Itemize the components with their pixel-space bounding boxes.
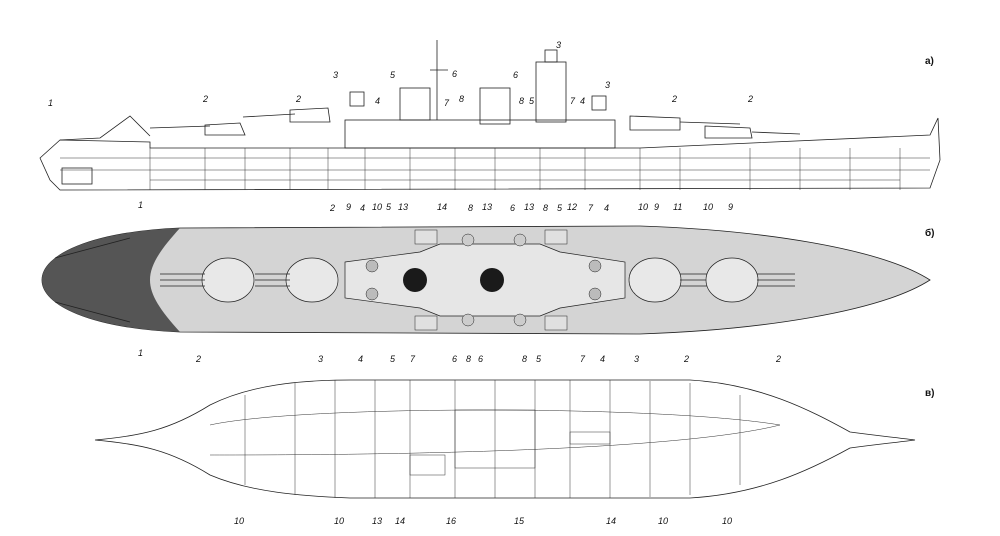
- side-label: 13: [524, 202, 534, 212]
- side-hull-outline: [39, 117, 941, 191]
- side-label: 14: [437, 202, 447, 212]
- section-label: 10: [234, 516, 244, 526]
- side-label: 3: [556, 40, 561, 50]
- side-label: 8: [519, 96, 524, 106]
- side-number-labels: 1 2 2 3 4 5 6 7 6 8 8 3 5 7 4 3 2 2 9 10…: [48, 40, 753, 212]
- plan-label: 2: [195, 354, 201, 364]
- plan-number-labels: 1 2 8 6 8 5 7 4 4 1 2 3 4 5 7 6 8 6 8 5 …: [138, 200, 781, 364]
- side-label: 8: [459, 94, 464, 104]
- side-label: 9: [346, 202, 351, 212]
- section-label: 14: [606, 516, 616, 526]
- plan-label: 6: [510, 203, 515, 213]
- plan-label: 8: [468, 203, 473, 213]
- side-label: 12: [567, 202, 577, 212]
- side-label: 3: [605, 80, 610, 90]
- plan-label: 3: [318, 354, 323, 364]
- side-label: 9: [654, 202, 659, 212]
- plan-label: 8: [522, 354, 527, 364]
- section-label: 10: [722, 516, 732, 526]
- plan-label: 2: [775, 354, 781, 364]
- side-label: 7: [570, 96, 576, 106]
- view-label-plan: б): [925, 227, 935, 239]
- side-main-turrets: [149, 107, 801, 139]
- side-label: 2: [747, 94, 753, 104]
- side-label: 13: [398, 202, 408, 212]
- plan-deck-view: [41, 225, 931, 335]
- side-boat: [61, 167, 93, 185]
- section-label: 10: [334, 516, 344, 526]
- plan-label: 8: [543, 203, 548, 213]
- plan-label: 6: [478, 354, 483, 364]
- side-profile-view: [39, 40, 941, 191]
- section-label: 16: [446, 516, 456, 526]
- plan-label: 4: [600, 354, 605, 364]
- side-label: 4: [375, 96, 380, 106]
- side-label: 9: [728, 202, 733, 212]
- plan-label: 6: [452, 354, 457, 364]
- side-label: 6: [452, 69, 457, 79]
- side-compartment-lines: [149, 148, 901, 190]
- plan-bow-section: [42, 228, 180, 332]
- section-number-labels: 10 10 13 14 16 15 14 10 10: [234, 516, 732, 526]
- section-compartment-lines: [244, 380, 741, 498]
- side-label: 2: [202, 94, 208, 104]
- side-label: 7: [444, 98, 450, 108]
- side-label: 6: [513, 70, 518, 80]
- side-label: 10: [638, 202, 648, 212]
- plan-catapult-lower: [54, 301, 131, 323]
- plan-superstructure: [344, 229, 626, 331]
- side-label: 2: [671, 94, 677, 104]
- plan-label: 4: [360, 203, 365, 213]
- section-label: 14: [395, 516, 405, 526]
- side-label: 5: [529, 96, 535, 106]
- section-hull-outline: [94, 379, 916, 499]
- plan-label: 5: [390, 354, 396, 364]
- plan-label: 2: [329, 203, 335, 213]
- plan-label: 1: [138, 200, 143, 210]
- section-label: 13: [372, 516, 382, 526]
- side-label: 2: [295, 94, 301, 104]
- plan-label: 5: [557, 203, 563, 213]
- hull-section-view: [94, 379, 916, 499]
- side-label: 11: [673, 202, 682, 212]
- view-label-side: а): [925, 56, 934, 67]
- aft-funnel: [480, 268, 504, 292]
- side-label: 10: [372, 202, 382, 212]
- plan-label: 4: [358, 354, 363, 364]
- plan-catapult-upper: [54, 237, 131, 259]
- plan-label: 5: [536, 354, 542, 364]
- plan-label: 2: [683, 354, 689, 364]
- plan-label: 3: [634, 354, 639, 364]
- side-label: 5: [390, 70, 396, 80]
- view-label-section: в): [925, 388, 934, 399]
- side-label: 10: [703, 202, 713, 212]
- side-label: 4: [580, 96, 585, 106]
- plan-label: 7: [580, 354, 586, 364]
- side-crane: [59, 115, 151, 141]
- forward-funnel: [403, 268, 427, 292]
- side-label: 5: [386, 202, 392, 212]
- section-label: 15: [514, 516, 525, 526]
- plan-main-turrets: [160, 257, 795, 303]
- plan-label: 7: [588, 203, 594, 213]
- plan-label: 1: [138, 348, 143, 358]
- side-label: 1: [48, 98, 53, 108]
- side-superstructure: [344, 40, 616, 149]
- side-label: 13: [482, 202, 492, 212]
- plan-label: 8: [466, 354, 471, 364]
- side-label: 3: [333, 70, 338, 80]
- plan-label: 7: [410, 354, 416, 364]
- plan-label: 4: [604, 203, 609, 213]
- section-label: 10: [658, 516, 668, 526]
